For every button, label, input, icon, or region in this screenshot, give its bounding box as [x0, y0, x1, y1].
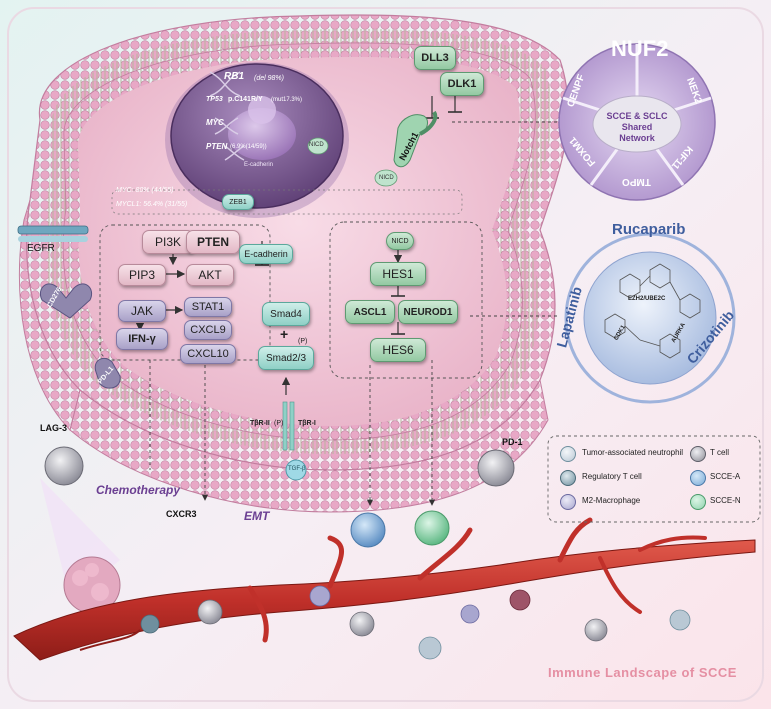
akt-box: AKT [186, 264, 234, 286]
emt-label: EMT [244, 509, 270, 523]
ifng-label: IFN-γ [128, 333, 156, 345]
ifng-box: IFN-γ [116, 328, 168, 350]
pd1-label: PD-1 [502, 437, 523, 447]
pi3k-box: PI3K [142, 230, 194, 254]
hes1-box: HES1 [370, 262, 426, 286]
ecadherin-label: E-cadherin [244, 249, 288, 259]
zeb1-box: ZEB1 [222, 194, 254, 210]
tbr2-label: TβR-II [250, 420, 270, 427]
myc-amplification: MYC: 80% (44/55) [116, 187, 174, 194]
ascl1-label: ASCL1 [353, 306, 387, 318]
drug-rucaparib: Rucaparib [612, 221, 686, 238]
m2-macrophage-icon [560, 494, 576, 510]
pip3-label: PIP3 [128, 268, 155, 282]
smad4-label: Smad4 [270, 308, 302, 320]
nicd-membrane-label: NICD [379, 175, 394, 181]
hes6-label: HES6 [382, 343, 414, 357]
hes1-label: HES1 [382, 267, 414, 281]
ecadherin-box: E-cadherin [239, 244, 293, 264]
drug-target-1: EZH2/UBE2C [628, 296, 666, 302]
smad23-label: Smad2/3 [265, 352, 307, 364]
myc-gene-label: MYC [206, 118, 224, 127]
pten-gene-label: PTEN [206, 142, 228, 151]
jak-box: JAK [118, 300, 166, 322]
nicd-nuclear-label: NICD [309, 142, 324, 148]
cxcl10-label: CXCL10 [187, 348, 229, 360]
smad4-box: Smad4 [262, 302, 310, 326]
tgfb-label: TGF-β [288, 466, 306, 472]
akt-label: AKT [198, 268, 222, 282]
neurod1-box: NEUROD1 [398, 300, 458, 324]
hes6-box: HES6 [370, 338, 426, 362]
t-cell-icon [690, 446, 706, 462]
network-center-label: SCCE & SCLC Shared Network [606, 111, 668, 143]
tp53-frequency: (mut17.3%) [271, 97, 303, 103]
nucleus-ecadherin-label: E-cadherin [244, 162, 274, 168]
regulatory-t-cell-icon [560, 470, 576, 486]
network-segment-3: TMPO [622, 176, 651, 187]
smad-plus-sign: + [280, 326, 289, 342]
scce-n-icon [690, 494, 706, 510]
chemotherapy-label: Chemotherapy [96, 483, 181, 497]
smad-phospho-mark: (P) [298, 338, 308, 345]
stat1-label: STAT1 [191, 301, 225, 313]
tumor-neutrophil-icon [560, 446, 576, 462]
footer-title: Immune Landscape of SCCE [548, 665, 737, 680]
pip3-box: PIP3 [118, 264, 166, 286]
pten-label: PTEN [196, 235, 229, 249]
legend-label-6: SCCE-N [710, 496, 741, 505]
pi3k-label: PI3K [154, 235, 181, 249]
smad23-box: Smad2/3 [258, 346, 314, 370]
dlk1-box: DLK1 [440, 72, 484, 96]
cxcl10-box: CXCL10 [180, 344, 236, 364]
nicd-box-label: NICD [391, 237, 409, 245]
tbr-p-label: (P) [274, 420, 284, 427]
cxcr3-label: CXCR3 [166, 509, 197, 519]
scce-a-icon [690, 470, 706, 486]
cxcl9-label: CXCL9 [190, 324, 226, 336]
mycl1-amplification: MYCL1: 56.4% (31/55) [116, 201, 188, 208]
rb1-note: (del 98%) [254, 75, 284, 82]
ascl1-box: ASCL1 [345, 300, 395, 324]
neurod1-label: NEUROD1 [403, 306, 453, 318]
legend-label-5: M2-Macrophage [582, 496, 641, 505]
legend-label-1: Tumor-associated neutrophil [582, 448, 684, 457]
legend-label-3: Regulatory T cell [582, 472, 642, 481]
nicd-box: NICD [386, 232, 414, 250]
cxcl9-box: CXCL9 [184, 320, 232, 340]
dll3-box: DLL3 [414, 46, 456, 70]
dll3-label: DLL3 [421, 52, 449, 64]
legend-label-2: T cell [710, 448, 729, 457]
egfr-label: EGFR [27, 243, 55, 254]
jak-label: JAK [130, 304, 153, 318]
zeb1-label: ZEB1 [229, 198, 247, 206]
network-top-gene: NUF2 [611, 36, 669, 61]
pten-note: (6.9%(14/59)) [230, 144, 267, 150]
tp53-gene-label: TP53 [206, 96, 223, 103]
dlk1-label: DLK1 [447, 78, 477, 90]
stat1-box: STAT1 [184, 297, 232, 317]
rb1-gene-label: RB1 [224, 71, 245, 82]
legend-label-4: SCCE-A [710, 472, 741, 481]
pten-box: PTEN [186, 230, 240, 254]
tbr1-label: TβR-I [298, 420, 316, 427]
tp53-note: p.C141R/Y [228, 96, 263, 103]
lag3-label: LAG-3 [40, 423, 67, 433]
